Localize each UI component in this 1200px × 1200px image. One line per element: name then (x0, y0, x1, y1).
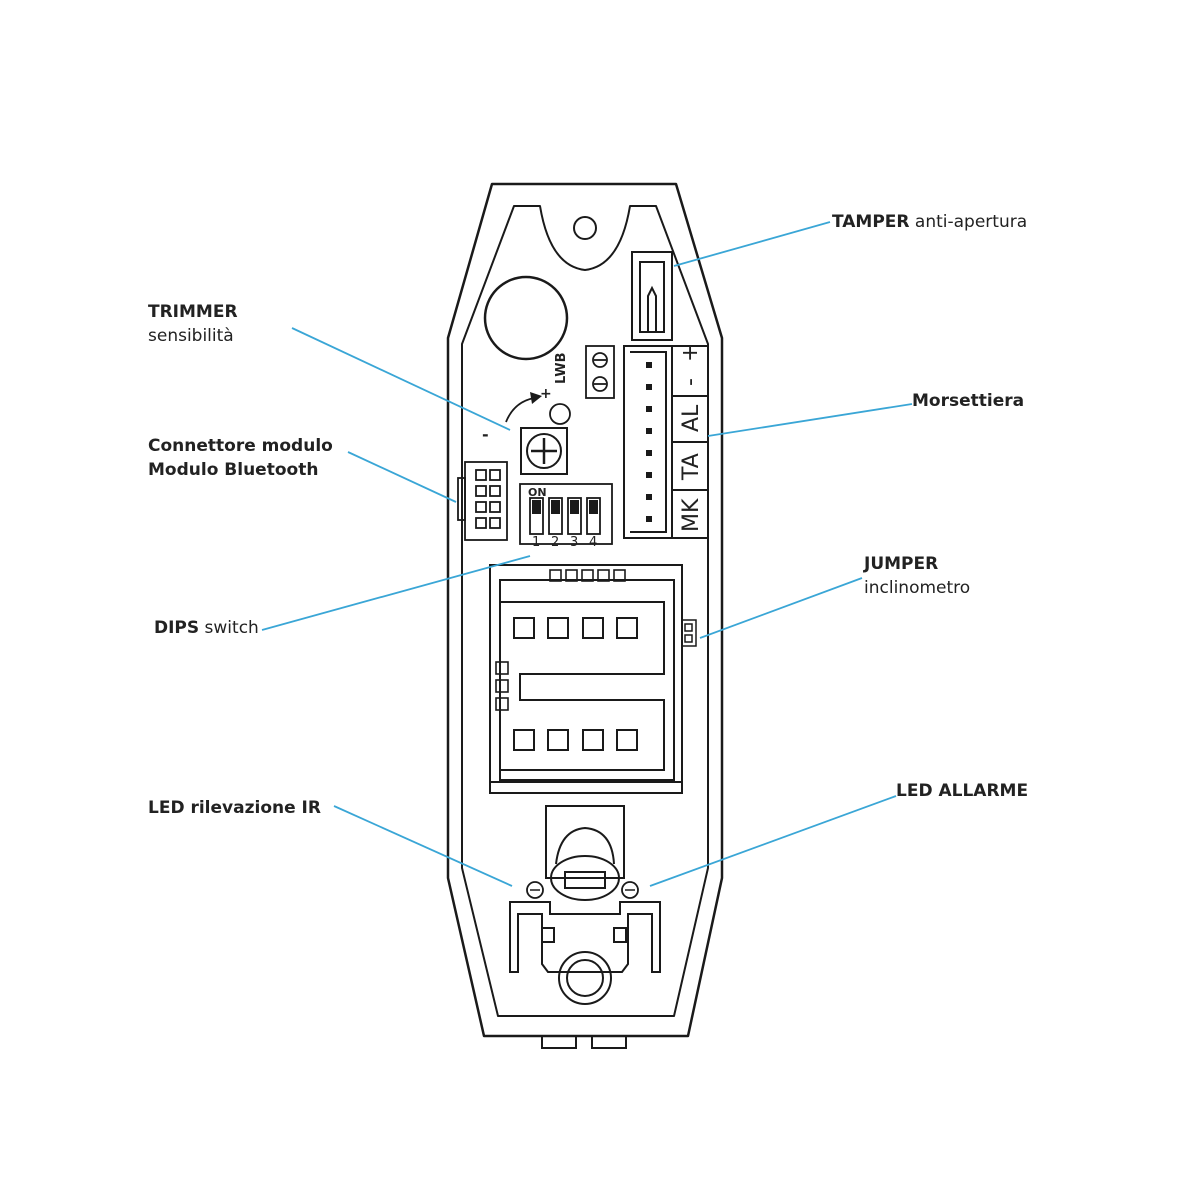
housing-inner-outline (461, 205, 709, 1017)
bluetooth-connector (457, 461, 508, 541)
label-led-allarme: LED ALLARME (896, 779, 1028, 803)
inclinometer-jumper (681, 619, 697, 647)
housing-outline (446, 182, 724, 1038)
lens-holder (545, 805, 625, 901)
bottom-tabs (541, 1035, 627, 1049)
label-led-allarme-bold: LED ALLARME (896, 781, 1029, 801)
leader-lines (261, 221, 913, 887)
led-allarme (621, 881, 639, 899)
label-tamper: TAMPER anti-apertura (832, 210, 1027, 234)
module-side-pins (495, 661, 509, 711)
label-dips: DIPS switch (154, 616, 259, 640)
label-morsettiera-bold: Morsettiera (912, 391, 1025, 411)
leader-connettore (347, 451, 457, 503)
label-tamper-normal: anti-apertura (909, 212, 1028, 232)
tamper-switch (631, 251, 673, 341)
terminal-label-plus: + (678, 344, 703, 362)
label-morsettiera: Morsettiera (912, 389, 1024, 413)
trimmer (520, 427, 568, 475)
module-sensor-pads (513, 617, 638, 751)
label-led-ir-bold: LED rilevazione IR (148, 798, 321, 818)
terminal-label-al: AL (679, 404, 704, 432)
sensor-module (489, 564, 683, 794)
label-jumper-line1: JUMPER (864, 554, 939, 574)
label-trimmer: TRIMMER sensibilità (148, 300, 238, 348)
terminal-block (623, 345, 709, 539)
label-dips-bold: DIPS (154, 618, 200, 638)
leader-led-allarme (649, 795, 897, 887)
dip-number-2: 2 (551, 535, 559, 550)
dip-switch (519, 483, 613, 545)
trimmer-plus-sign: + (540, 386, 552, 402)
leader-morsettiera (707, 403, 913, 437)
leader-led-ir (333, 805, 513, 887)
dip-number-3: 3 (570, 535, 578, 550)
leader-dips (261, 555, 531, 631)
led-ir (526, 881, 544, 899)
label-connettore: Connettore modulo Modulo Bluetooth (148, 434, 333, 482)
lwb-led (549, 403, 571, 425)
label-tamper-bold: TAMPER (832, 212, 910, 232)
bottom-bracket (509, 901, 661, 1005)
terminal-screws (646, 362, 652, 522)
label-connettore-line2: Modulo Bluetooth (148, 460, 319, 480)
leader-jumper (699, 577, 863, 639)
trimmer-arrow (505, 397, 535, 423)
label-connettore-line1: Connettore modulo (148, 436, 333, 456)
label-jumper: JUMPER inclinometro (864, 552, 970, 600)
dip-on-label: ON (528, 486, 547, 499)
terminal-label-mk: MK (679, 498, 704, 532)
terminal-label-minus: - (678, 378, 703, 386)
label-trimmer-line2: sensibilità (148, 326, 234, 346)
cable-entry-hole (483, 275, 569, 361)
dip-number-4: 4 (589, 535, 597, 550)
dip-number-1: 1 (532, 535, 540, 550)
label-jumper-line2: inclinometro (864, 578, 971, 598)
leader-trimmer (291, 327, 511, 431)
mounting-hole-top (573, 216, 597, 240)
terminal-label-ta: TA (679, 453, 704, 481)
lwb-screw-block (585, 345, 615, 399)
trimmer-arrow-head (530, 392, 542, 404)
label-dips-normal: switch (199, 618, 259, 638)
lwb-label: LWB (554, 352, 569, 384)
module-top-pins (549, 569, 626, 582)
label-led-ir: LED rilevazione IR (148, 796, 321, 820)
trimmer-minus-sign: - (482, 425, 489, 444)
label-trimmer-line1: TRIMMER (148, 302, 238, 322)
leader-tamper (673, 221, 831, 267)
